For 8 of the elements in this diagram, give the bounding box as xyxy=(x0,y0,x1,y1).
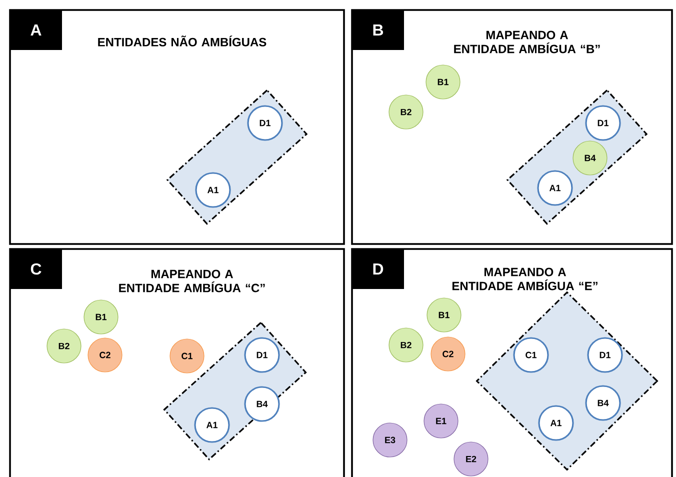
panel-title: MAPEANDO A ENTIDADE AMBÍGUA “C” xyxy=(119,270,265,292)
panel-title: MAPEANDO A ENTIDADE AMBÍGUA “E” xyxy=(452,268,598,290)
panel-title: MAPEANDO A ENTIDADE AMBÍGUA “B” xyxy=(454,30,600,54)
letter-tab: D xyxy=(352,249,404,289)
letter-tab: A xyxy=(10,10,62,50)
panel-title: ENTIDADES NÃO AMBÍGUAS xyxy=(98,36,266,46)
letter-tab: B xyxy=(352,10,404,50)
letter-tab: C xyxy=(10,249,62,289)
